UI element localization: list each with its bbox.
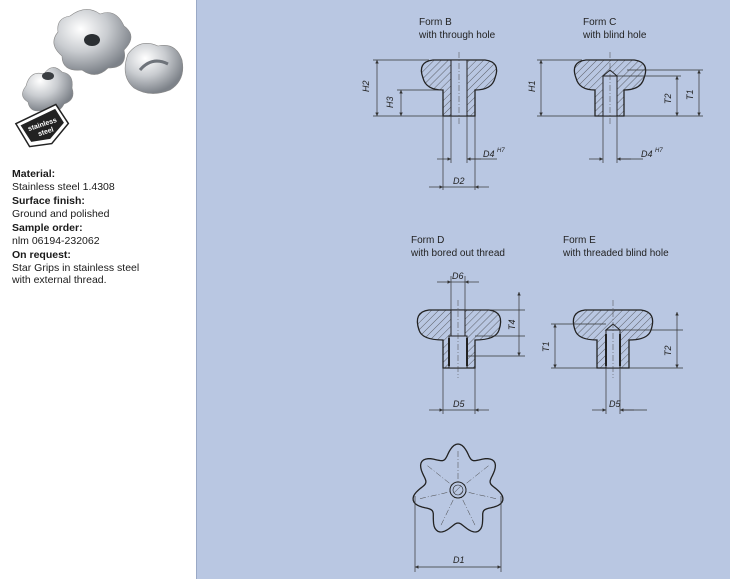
spec-material: Material: Stainless steel 1.4308 [12, 168, 192, 193]
form-d-drawing: D6 T4 D5 [416, 271, 525, 414]
star-spoke-line [457, 464, 490, 491]
star-grip-photo-large [53, 9, 132, 75]
dim-d4-label-c: D4 [641, 149, 653, 159]
form-e-drawing: T1 T2 D5 [541, 300, 683, 414]
top-view-drawing: D1 [412, 443, 504, 572]
spec-on-request-heading: On request: [12, 249, 71, 261]
dim-t2-label-c: T2 [663, 93, 673, 104]
dim-t4-label: T4 [507, 319, 517, 330]
product-info-panel: stainless steel Material: Stainless stee… [0, 0, 196, 585]
product-photos: stainless steel [14, 9, 184, 148]
spec-on-request-value: Star Grips in stainless steel with exter… [12, 261, 140, 287]
spec-list: Material: Stainless steel 1.4308 Surface… [12, 168, 192, 287]
form-d-title: Form D [411, 235, 445, 246]
star-spoke-line [418, 489, 459, 500]
spec-material-value: Stainless steel 1.4308 [12, 180, 115, 193]
dim-d5-label-d: D5 [453, 399, 465, 409]
dim-t1-label-c: T1 [685, 89, 695, 100]
dim-h2-label: H2 [361, 80, 371, 92]
drawings-svg: H2 H3 D4 H7 D2 [361, 52, 703, 572]
dim-d5-label-e: D5 [609, 399, 621, 409]
form-b-caption: Form B with through hole [419, 16, 495, 42]
form-e-subtitle: with threaded blind hole [563, 248, 669, 259]
stainless-steel-badge: stainless steel [14, 103, 70, 148]
star-spoke-line [440, 489, 459, 527]
spec-surface-heading: Surface finish: [12, 195, 85, 207]
star-spoke-line [426, 464, 459, 491]
dim-h1-label-c: H1 [527, 80, 537, 92]
dim-t2-label-e: T2 [663, 345, 673, 356]
spec-sample-order-heading: Sample order: [12, 222, 83, 234]
form-c-subtitle: with blind hole [583, 30, 647, 41]
star-spoke-line [457, 489, 498, 500]
spec-surface-value: Ground and polished [12, 207, 110, 220]
form-c-title: Form C [583, 17, 617, 28]
spec-surface: Surface finish: Ground and polished [12, 195, 192, 220]
form-d-caption: Form D with bored out thread [411, 234, 505, 260]
badge-text-line2: steel [37, 127, 54, 139]
form-b-title: Form B [419, 17, 452, 28]
spec-material-heading: Material: [12, 168, 56, 180]
dim-d2-label: D2 [453, 176, 465, 186]
dim-d1-label: D1 [453, 555, 465, 565]
spec-sample-order: Sample order: nlm 06194-232062 [12, 222, 192, 247]
star-grip-photo-small [22, 67, 74, 113]
technical-drawing-panel: Form B with through hole Form C with bli… [196, 0, 730, 579]
form-b-drawing: H2 H3 D4 H7 D2 [361, 52, 505, 190]
form-e-caption: Form E with threaded blind hole [563, 234, 669, 260]
spec-sample-order-value: nlm 06194-232062 [12, 234, 100, 247]
form-c-caption: Form C with blind hole [583, 16, 646, 42]
dim-h7-label-c: H7 [655, 148, 663, 154]
form-b-subtitle: with through hole [419, 30, 496, 41]
dim-d6-label: D6 [452, 271, 464, 281]
dim-h7-label-b: H7 [497, 148, 505, 154]
form-c-drawing: H1 T2 T1 D4 H7 [527, 52, 703, 163]
dim-h3-label: H3 [385, 96, 395, 108]
spec-on-request: On request: Star Grips in stainless stee… [12, 249, 192, 287]
star-spokes [418, 450, 498, 527]
form-d-subtitle: with bored out thread [411, 248, 505, 259]
dim-t1-label-e: T1 [541, 341, 551, 352]
dim-d4-label-b: D4 [483, 149, 495, 159]
star-grip-photo-side [124, 43, 184, 94]
star-spoke-line [457, 489, 476, 527]
form-e-title: Form E [563, 235, 596, 246]
